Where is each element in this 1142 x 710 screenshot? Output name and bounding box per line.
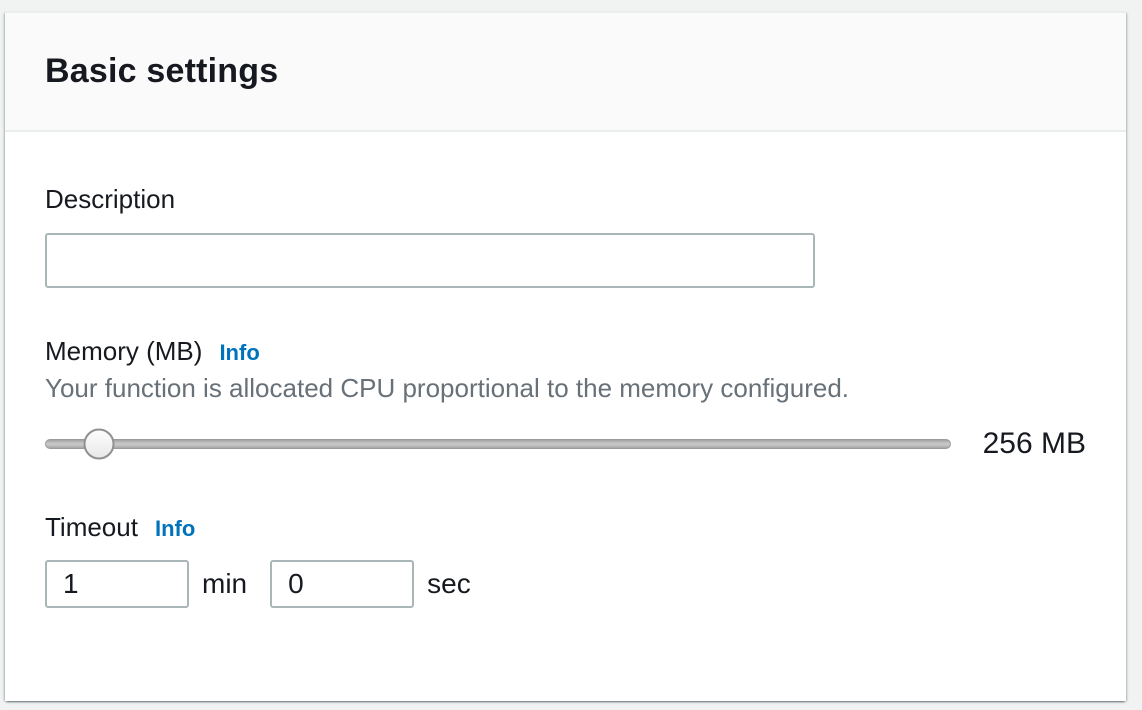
timeout-info-link[interactable]: Info (154, 516, 196, 541)
memory-value: 256 MB (982, 427, 1086, 460)
panel-title: Basic settings (45, 52, 279, 90)
timeout-seconds-input[interactable] (270, 560, 415, 608)
memory-field: Memory (MB) Info Your function is alloca… (45, 336, 1086, 462)
panel-header: Basic settings (5, 13, 1126, 132)
description-field: Description (45, 184, 1086, 288)
timeout-seconds-unit: sec (427, 568, 471, 599)
memory-helper-text: Your function is allocated CPU proportio… (45, 373, 850, 403)
timeout-minutes-input[interactable] (45, 560, 189, 608)
memory-slider-row: 256 MB (45, 426, 1086, 462)
description-input[interactable] (45, 233, 815, 288)
panel-body: Description Memory (MB) Info Your functi… (5, 132, 1126, 608)
memory-slider-handle[interactable] (83, 428, 115, 460)
timeout-field: Timeout Info min sec (45, 512, 1086, 608)
timeout-minutes-unit: min (202, 568, 248, 599)
basic-settings-panel: Basic settings Description Memory (MB) I… (5, 11, 1126, 701)
memory-slider[interactable] (45, 426, 951, 462)
timeout-label: Timeout (45, 512, 138, 542)
memory-slider-track[interactable] (45, 439, 951, 449)
memory-label: Memory (MB) (45, 336, 203, 366)
memory-info-link[interactable]: Info (219, 340, 260, 365)
description-label: Description (45, 184, 176, 214)
